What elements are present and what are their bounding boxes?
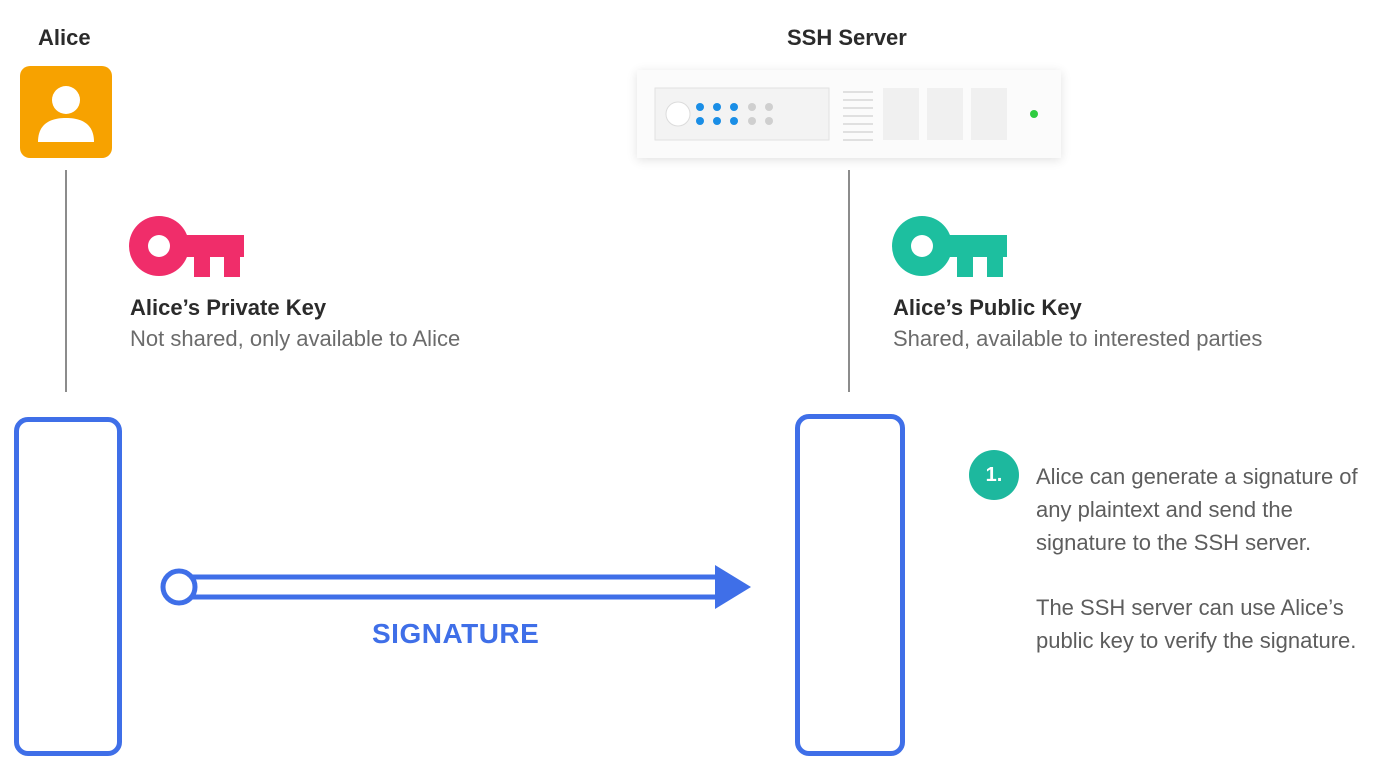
public-key-icon bbox=[891, 215, 1009, 284]
private-key-title: Alice’s Private Key bbox=[130, 295, 327, 320]
step-explanation-1: Alice can generate a signature of any pl… bbox=[1036, 464, 1358, 555]
public-key-title: Alice’s Public Key bbox=[893, 295, 1082, 320]
private-key-description: Not shared, only available to Alice bbox=[130, 326, 461, 351]
signature-arrow bbox=[155, 560, 755, 619]
server-lifeline bbox=[848, 170, 850, 392]
user-avatar-icon bbox=[20, 66, 112, 158]
ssh-server-label: SSH Server bbox=[787, 25, 907, 50]
alice-label: Alice bbox=[38, 25, 91, 50]
private-key-icon bbox=[128, 215, 246, 284]
alice-lifeline bbox=[65, 170, 67, 392]
public-key-description: Shared, available to interested parties bbox=[893, 326, 1263, 351]
step-number-badge: 1. bbox=[969, 450, 1019, 500]
step-explanation-2: The SSH server can use Alice’s public ke… bbox=[1036, 595, 1357, 653]
server-activation-box bbox=[795, 414, 905, 756]
alice-activation-box bbox=[14, 417, 122, 756]
signature-label: SIGNATURE bbox=[372, 618, 540, 649]
server-rack-icon bbox=[637, 70, 1061, 158]
